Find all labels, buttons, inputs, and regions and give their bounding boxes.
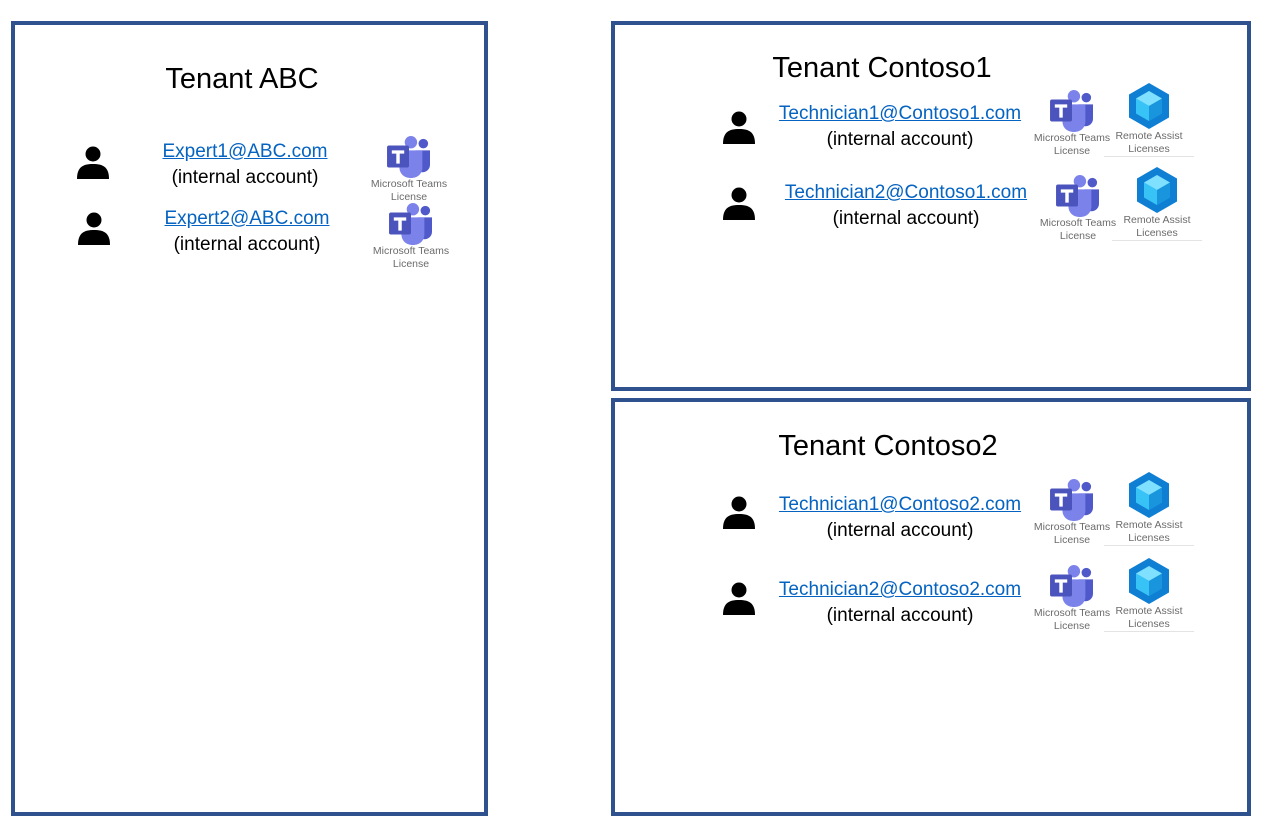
remote-assist-license: Remote Assist Licenses bbox=[1104, 557, 1194, 632]
remote-assist-icon bbox=[1125, 557, 1173, 605]
tenant-abc-box: Tenant ABC Expert1@ABC.com (internal acc… bbox=[11, 21, 488, 816]
license-label: Remote Assist Licenses bbox=[1104, 605, 1194, 632]
account-note: (internal account) bbox=[826, 520, 974, 541]
account-text: Technician1@Contoso2.com (internal accou… bbox=[779, 492, 1021, 544]
license-label: Microsoft Teams License bbox=[1033, 132, 1111, 157]
tenant-contoso1-box: Tenant Contoso1 Technician1@Contoso1.com… bbox=[611, 21, 1251, 391]
license-label: Microsoft Teams License bbox=[1033, 607, 1111, 632]
account-note: (internal account) bbox=[173, 234, 321, 255]
person-icon bbox=[721, 494, 757, 530]
microsoft-teams-icon bbox=[1049, 90, 1095, 132]
email-link[interactable]: Technician1@Contoso2.com bbox=[778, 494, 1022, 515]
remote-assist-icon bbox=[1125, 471, 1173, 519]
tenant-contoso2-box: Tenant Contoso2 Technician1@Contoso2.com… bbox=[611, 398, 1251, 816]
license-label: Remote Assist Licenses bbox=[1104, 130, 1194, 157]
person-icon bbox=[721, 580, 757, 616]
person-icon bbox=[721, 185, 757, 221]
remote-assist-license: Remote Assist Licenses bbox=[1104, 471, 1194, 546]
account-note: (internal account) bbox=[832, 208, 980, 229]
email-link[interactable]: Technician2@Contoso1.com bbox=[784, 182, 1028, 203]
email-link[interactable]: Expert2@ABC.com bbox=[164, 208, 330, 229]
account-text: Technician2@Contoso2.com (internal accou… bbox=[779, 577, 1021, 629]
license-label: Microsoft Teams License bbox=[1039, 217, 1117, 242]
microsoft-teams-icon bbox=[388, 203, 434, 245]
microsoft-teams-icon bbox=[1049, 479, 1095, 521]
tenant-title: Tenant Contoso2 bbox=[778, 430, 998, 462]
microsoft-teams-icon bbox=[1049, 565, 1095, 607]
tenant-title: Tenant ABC bbox=[165, 63, 319, 95]
person-icon bbox=[721, 109, 757, 145]
license-label: Microsoft Teams License bbox=[372, 245, 450, 270]
license-label: Remote Assist Licenses bbox=[1112, 214, 1202, 241]
account-note: (internal account) bbox=[826, 129, 974, 150]
account-note: (internal account) bbox=[171, 167, 319, 188]
microsoft-teams-icon bbox=[1055, 175, 1101, 217]
email-link[interactable]: Technician2@Contoso2.com bbox=[778, 579, 1022, 600]
remote-assist-icon bbox=[1125, 82, 1173, 130]
teams-license: Microsoft Teams License bbox=[1027, 565, 1117, 632]
teams-license: Microsoft Teams License bbox=[1033, 175, 1123, 242]
remote-assist-license: Remote Assist Licenses bbox=[1112, 166, 1202, 241]
tenant-title: Tenant Contoso1 bbox=[772, 52, 992, 84]
teams-license: Microsoft Teams License bbox=[1027, 479, 1117, 546]
license-label: Remote Assist Licenses bbox=[1104, 519, 1194, 546]
account-text: Technician1@Contoso1.com (internal accou… bbox=[779, 101, 1021, 153]
license-label: Microsoft Teams License bbox=[370, 178, 448, 203]
account-text: Expert1@ABC.com (internal account) bbox=[162, 139, 327, 191]
email-link[interactable]: Technician1@Contoso1.com bbox=[778, 103, 1022, 124]
email-link[interactable]: Expert1@ABC.com bbox=[162, 141, 328, 162]
account-text: Technician2@Contoso1.com (internal accou… bbox=[785, 180, 1027, 232]
license-label: Microsoft Teams License bbox=[1033, 521, 1111, 546]
microsoft-teams-icon bbox=[386, 136, 432, 178]
teams-license: Microsoft Teams License bbox=[1027, 90, 1117, 157]
remote-assist-license: Remote Assist Licenses bbox=[1104, 82, 1194, 157]
account-note: (internal account) bbox=[826, 605, 974, 626]
person-icon bbox=[76, 210, 112, 246]
teams-license: Microsoft Teams License bbox=[364, 136, 454, 203]
person-icon bbox=[75, 144, 111, 180]
teams-license: Microsoft Teams License bbox=[366, 203, 456, 270]
remote-assist-icon bbox=[1133, 166, 1181, 214]
account-text: Expert2@ABC.com (internal account) bbox=[164, 206, 329, 258]
